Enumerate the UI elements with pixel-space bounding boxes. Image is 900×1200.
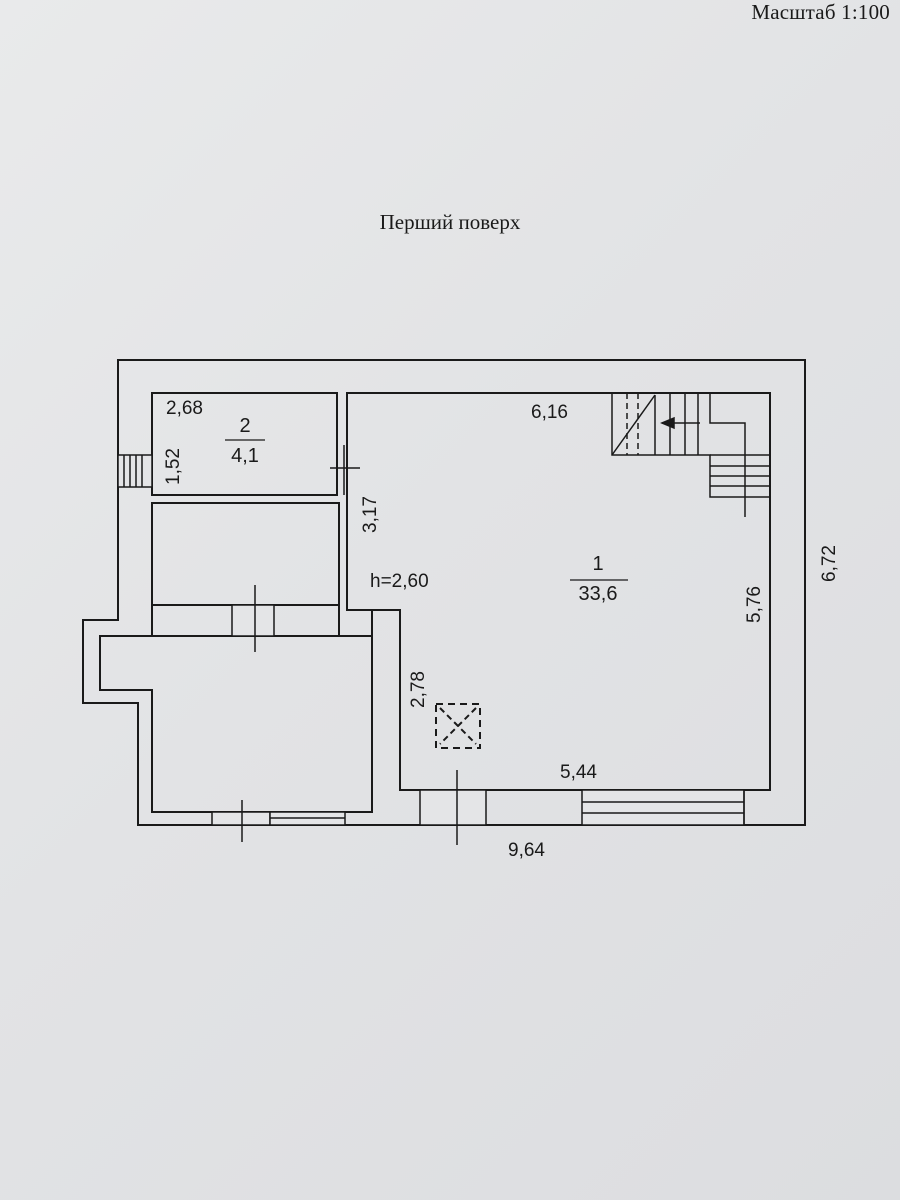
door-middle-to-lower	[231, 604, 275, 637]
dim-left-upper: 3,17	[360, 496, 381, 533]
room-lower-outline	[99, 635, 373, 813]
dim-overall-height: 6,72	[819, 545, 840, 582]
window-bottom-left	[269, 811, 346, 826]
dim-overall-width: 9,64	[508, 840, 545, 861]
room-middle-outline	[151, 502, 340, 606]
window-bottom-right	[581, 789, 745, 826]
ceiling-height: h=2,60	[370, 571, 429, 592]
vent-shaft-icon	[435, 703, 481, 749]
staircase	[611, 393, 770, 517]
dim-left-lower: 2,78	[408, 671, 429, 708]
room-2-number: 2	[239, 415, 250, 437]
scale-label: Масштаб 1:100	[751, 0, 890, 24]
room-2-outline	[151, 392, 338, 496]
dim-room1-bottom: 5,44	[560, 762, 597, 783]
dim-room1-top: 6,16	[531, 402, 568, 423]
dim-room1-right: 5,76	[744, 586, 765, 623]
room-1-area: 33,6	[579, 583, 618, 605]
floor-title: Перший поверх	[379, 210, 521, 234]
door-room1-bottom	[419, 789, 487, 826]
steps-left	[117, 454, 153, 488]
room-2-area: 4,1	[231, 445, 259, 467]
dim-room2-depth: 1,52	[163, 448, 184, 485]
door-bottom-left	[211, 811, 271, 826]
room-1-number: 1	[592, 553, 603, 575]
exterior-wall-outer	[82, 359, 806, 826]
dim-room2-width: 2,68	[166, 398, 203, 419]
